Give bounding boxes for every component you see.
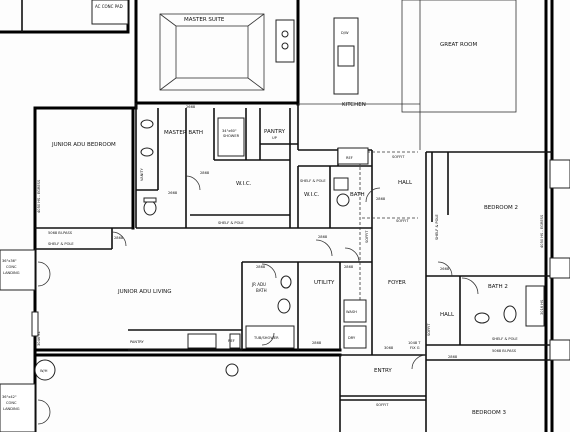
soffit-label-2: SOFFIT <box>396 219 409 223</box>
room-hall-right: HALL <box>440 312 455 318</box>
door-label-2668-b: 2668 <box>168 191 178 195</box>
soffit-label-entry: SOFFIT <box>376 403 389 407</box>
door-swings <box>37 175 479 425</box>
exterior-walls <box>33 0 554 432</box>
room-junior-adu-living: JUNIOR ADU LIVING <box>117 289 172 295</box>
fix-glass-label: 1048 T <box>408 341 421 345</box>
wash-label: WASH <box>346 310 357 314</box>
vanity-label: VANITY <box>140 167 144 181</box>
landing-bottom-label-2: CONC <box>6 401 17 405</box>
shelf-pole-hall-label: SHELF & POLE <box>300 179 326 183</box>
annotations: AC CONC PAD D/W REF VANITY 4050 HS - EGR… <box>2 4 544 411</box>
soffit-label-1: SOFFIT <box>392 155 405 159</box>
wh-label: W/H <box>40 369 48 373</box>
room-pantry-up: UP <box>272 136 278 140</box>
tub-shower-label: TUB/SHOWER <box>253 336 279 340</box>
soffit-label-4: SOFFIT <box>427 323 431 336</box>
room-foyer: FOYER <box>388 280 406 286</box>
shelf-pole-wic-label: SHELF & POLE <box>218 221 244 225</box>
door-label-2868-b: 2868 <box>114 236 124 240</box>
landing-bottom-label-3: LANDING <box>3 407 20 411</box>
door-label-2668-a: 2668 <box>186 105 196 109</box>
window-3016-label: 3016 HS <box>540 299 544 315</box>
door-label-2868-h: 2868 <box>448 355 458 359</box>
bath-fixtures <box>34 117 545 381</box>
landing-top-label: 36"x36" <box>2 259 17 263</box>
room-master-bath: MASTER BATH <box>164 130 203 136</box>
landing-top-label-2: CONC <box>6 265 17 269</box>
windows <box>31 159 570 361</box>
egress-bed2-label: 4050 HS - EGRESS <box>540 214 544 248</box>
room-entry: ENTRY <box>374 368 392 374</box>
room-bedroom-2: BEDROOM 2 <box>484 205 518 211</box>
door-label-2868-d: 2868 <box>376 197 386 201</box>
room-junior-adu-bedroom: JUNIOR ADU BEDROOM <box>51 142 116 148</box>
room-kitchen: KITCHEN <box>342 102 366 108</box>
door-label-2868-e: 2868 <box>256 265 266 269</box>
kitchen-fixtures <box>275 17 369 165</box>
pantry-adu-label: PANTRY <box>130 340 145 344</box>
door-label-3068: 3068 <box>384 346 394 350</box>
room-bedroom-3: BEDROOM 3 <box>472 410 506 416</box>
room-shower: 34"x60" <box>222 129 237 133</box>
dry-label: DRY <box>348 336 356 340</box>
room-shower-2: SHOWER <box>223 134 240 138</box>
bipass-adu-label: 5068 BI-PASS <box>48 231 73 235</box>
room-bath: BATH <box>350 192 365 198</box>
room-wic-master: W.I.C. <box>236 181 252 187</box>
fix-glass-label-2: FIX G <box>410 346 420 350</box>
door-label-2868-g: 2868 <box>312 341 322 345</box>
soffit-label-3: SOFFIT <box>365 230 369 243</box>
room-pantry: PANTRY <box>264 129 286 135</box>
door-label-2868-a: 2868 <box>200 171 210 175</box>
room-bath-2: BATH 2 <box>488 284 508 290</box>
room-great-room: GREAT ROOM <box>440 42 477 48</box>
ref-adu-label: REF <box>228 339 235 343</box>
landing-bottom-label: 36"x42" <box>2 395 17 399</box>
shelf-pole-bed2-label: SHELF & POLE <box>435 214 439 240</box>
landings <box>0 0 129 432</box>
egress-adu-label: 4050 HS - EGRESS <box>37 179 41 213</box>
room-jr-adu-bath-2: BATH <box>256 288 267 293</box>
shelf-pole-bath2-label: SHELF & POLE <box>492 337 518 341</box>
window-3046-label: 3046 SL <box>37 331 41 346</box>
door-label-2868-c: 2868 <box>318 235 328 239</box>
room-utility: UTILITY <box>314 280 335 286</box>
shelf-pole-adu-label: SHELF & POLE <box>48 242 74 246</box>
door-label-2668-c: 2668 <box>440 267 450 271</box>
interior-walls <box>0 0 552 432</box>
room-labels: MASTER SUITE GREAT ROOM KITCHEN MASTER B… <box>51 17 518 416</box>
room-hall-top: HALL <box>398 180 413 186</box>
landing-top-label-3: LANDING <box>3 271 20 275</box>
room-wic-hall: W.I.C. <box>304 192 320 198</box>
ref-kitchen-label: REF <box>346 156 353 160</box>
dw-label: D/W <box>341 31 349 35</box>
room-master-suite: MASTER SUITE <box>184 17 225 23</box>
room-jr-adu-bath: JR ADU <box>251 282 266 287</box>
bipass-bath2-label: 5068 BI-PASS <box>492 349 517 353</box>
door-label-2868-f: 2868 <box>344 265 354 269</box>
ceiling-outlines <box>159 0 517 300</box>
ac-pad-label: AC CONC PAD <box>95 4 123 9</box>
